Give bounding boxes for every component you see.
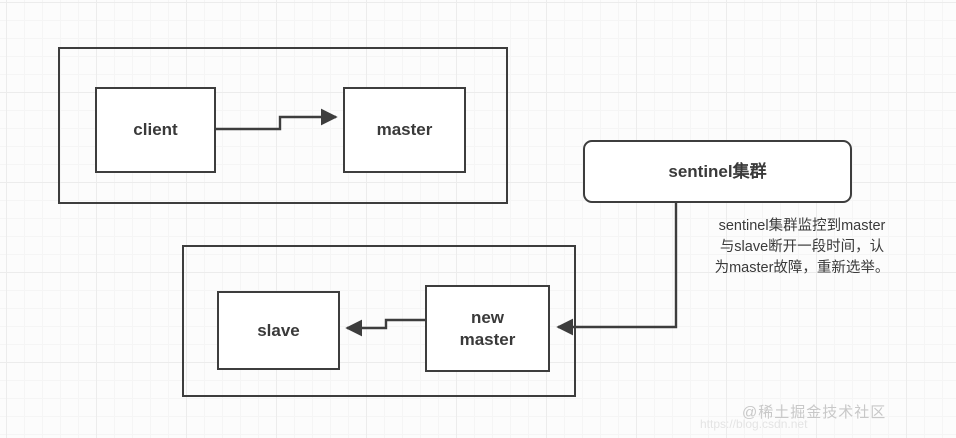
node-client[interactable]: client (95, 87, 216, 173)
node-new-master-label-line1: new (470, 308, 505, 328)
node-new-master-label: new master (460, 307, 516, 350)
group-primary-cluster (58, 47, 508, 204)
annotation-line-2: 与slave断开一段时间，认 (719, 239, 885, 256)
node-sentinel-cluster[interactable]: sentinel集群 (583, 140, 852, 203)
node-master-label: master (376, 120, 433, 140)
group-replica-cluster (182, 245, 576, 397)
edge-newmaster-to-slave (345, 318, 425, 337)
node-new-master-label-line2: master (459, 329, 516, 349)
node-client-label: client (133, 120, 178, 140)
watermark-url: https://blog.csdn.net (700, 417, 808, 431)
watermark-brand: @稀土掘金技术社区 (742, 404, 887, 421)
annotation-sentinel-failover: sentinel集群监控到master 与slave断开一段时间，认 为mast… (688, 216, 916, 279)
edge-client-to-master (216, 108, 338, 131)
node-slave-label: slave (257, 320, 300, 340)
annotation-line-1: sentinel集群监控到master (718, 218, 886, 234)
node-sentinel-label: sentinel集群 (668, 161, 767, 181)
node-new-master[interactable]: new master (425, 285, 550, 372)
node-master[interactable]: master (343, 87, 466, 173)
annotation-line-3: 为master故障，重新选举。 (714, 260, 890, 277)
edge-sentinel-to-newmaster (556, 203, 678, 336)
node-slave[interactable]: slave (217, 291, 340, 370)
